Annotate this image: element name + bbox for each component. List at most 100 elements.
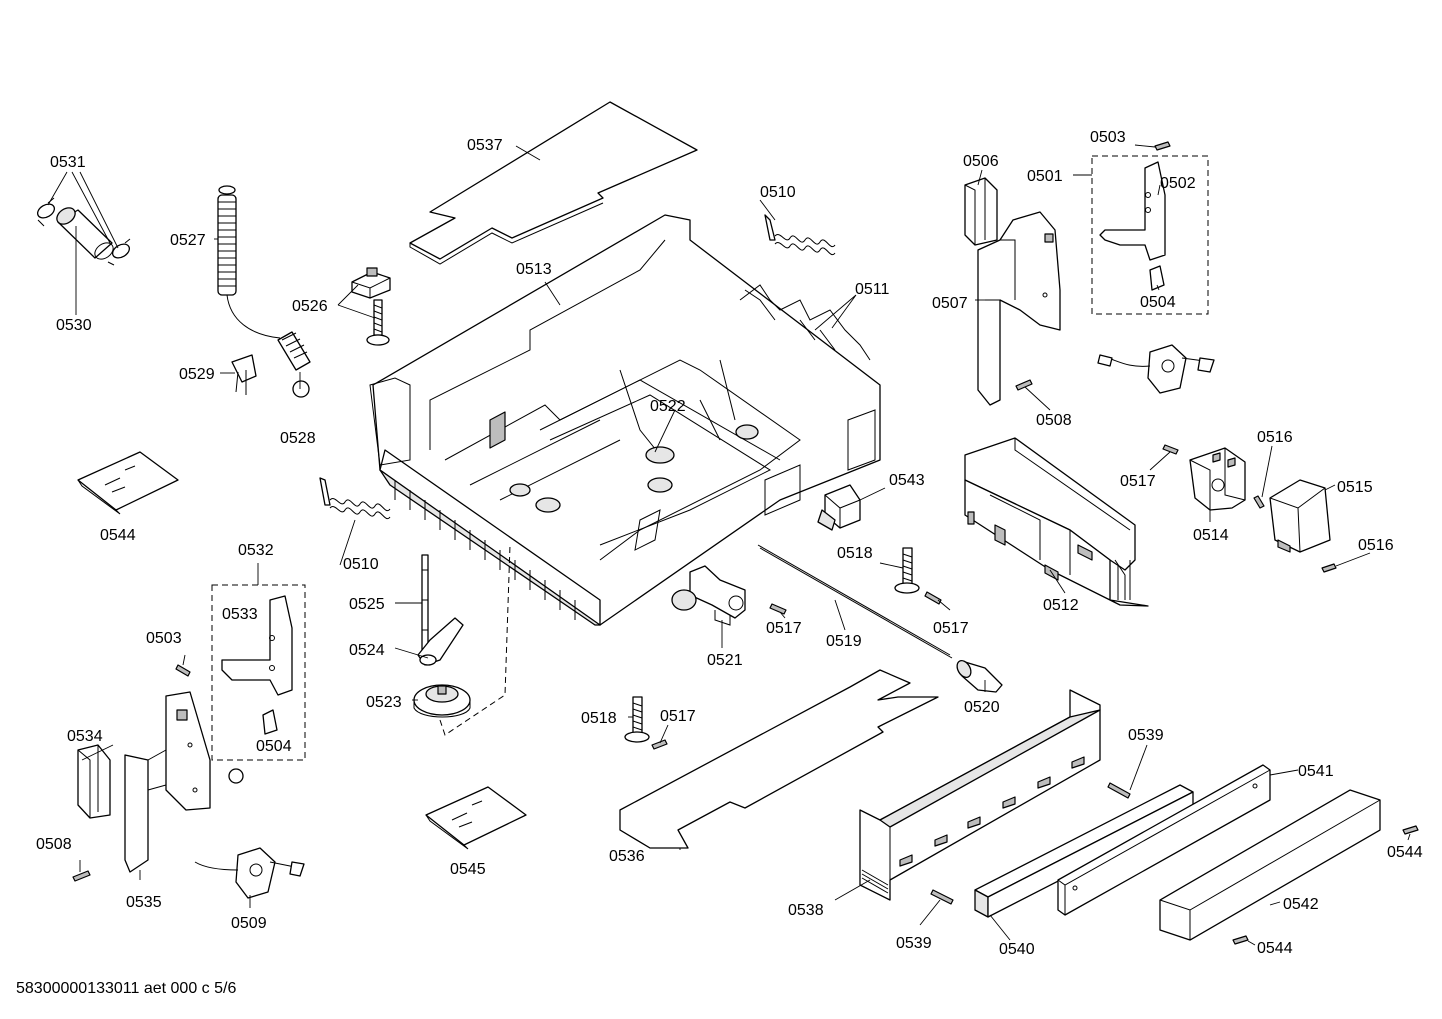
part-0516-screw-a — [1253, 495, 1265, 509]
label-0539-lower: 0539 — [896, 935, 932, 952]
label-0542: 0542 — [1283, 896, 1319, 913]
label-0529: 0529 — [179, 366, 215, 383]
part-0518-adjusting-foot-upper — [894, 547, 920, 594]
label-0540: 0540 — [999, 941, 1035, 958]
part-0544-screw-a — [1402, 825, 1419, 835]
part-0521-inlet-valve — [671, 565, 746, 626]
part-0539-screw-b — [930, 889, 954, 905]
label-0545: 0545 — [450, 861, 486, 878]
part-0503-screw-left — [175, 664, 191, 677]
label-0510-upper: 0510 — [760, 184, 796, 201]
part-0528-hose-end — [292, 380, 310, 398]
part-0524-float-lever — [417, 617, 464, 666]
label-0513: 0513 — [516, 261, 552, 278]
label-0503-top: 0503 — [1090, 129, 1126, 146]
leader-lines — [47, 144, 1411, 946]
group-0501-bracket-set — [1091, 155, 1209, 315]
part-0508-screw-right — [1015, 379, 1033, 391]
part-0526-foot-block — [351, 267, 391, 346]
label-0526: 0526 — [292, 298, 328, 315]
part-0536-base-plate — [619, 669, 939, 849]
label-0510-lower: 0510 — [343, 556, 379, 573]
label-0501: 0501 — [1027, 168, 1063, 185]
part-0539-screw-a — [1107, 782, 1131, 799]
label-0528: 0528 — [280, 430, 316, 447]
part-0517-screw-b — [769, 603, 787, 615]
label-0502: 0502 — [1160, 175, 1196, 192]
part-0542-bottom-trim — [1159, 789, 1381, 941]
part-0512-control-module — [964, 437, 1149, 607]
part-0543-diverter-valve — [817, 484, 861, 531]
label-0534: 0534 — [67, 728, 103, 745]
label-0525: 0525 — [349, 596, 385, 613]
label-0544-bottom: 0544 — [1257, 940, 1293, 957]
label-0504-right: 0504 — [1140, 294, 1176, 311]
part-0510-spring-upper — [764, 214, 836, 256]
label-0537: 0537 — [467, 137, 503, 154]
part-0541-kickplate-panel — [1057, 764, 1271, 916]
label-0507: 0507 — [932, 295, 968, 312]
part-0525-float-rod — [421, 554, 429, 656]
label-0517-d: 0517 — [1120, 473, 1156, 490]
part-0540-trim-strip — [974, 784, 1194, 918]
part-0513-base-tub — [369, 214, 881, 626]
label-0516-b: 0516 — [1358, 537, 1394, 554]
label-0517-a: 0517 — [933, 620, 969, 637]
label-0518-upper: 0518 — [837, 545, 873, 562]
label-0503-left: 0503 — [146, 630, 182, 647]
part-0523-float-disc — [413, 684, 471, 718]
part-0510-spring-lower — [319, 477, 391, 520]
part-0544-screw-bag — [77, 451, 179, 515]
part-level-sensor-right — [1097, 344, 1215, 394]
part-0518-adjusting-foot-lower — [624, 696, 650, 743]
label-0536: 0536 — [609, 848, 645, 865]
label-0508-left: 0508 — [36, 836, 72, 853]
part-0519-rod — [757, 544, 953, 659]
label-0538: 0538 — [788, 902, 824, 919]
label-0544-right: 0544 — [1387, 844, 1423, 861]
label-0520: 0520 — [964, 699, 1000, 716]
label-0511: 0511 — [855, 281, 890, 298]
label-0539-upper: 0539 — [1128, 727, 1164, 744]
part-0520-connector — [956, 659, 1003, 693]
part-0534-cover-cap — [77, 744, 111, 819]
label-0516-a: 0516 — [1257, 429, 1293, 446]
label-0527: 0527 — [170, 232, 206, 249]
label-0508-right: 0508 — [1036, 412, 1072, 429]
label-0504-left: 0504 — [256, 738, 292, 755]
part-0508-screw-left — [72, 870, 91, 882]
part-0527-corrugated-hose — [217, 185, 311, 371]
label-0543: 0543 — [889, 472, 925, 489]
label-0506: 0506 — [963, 153, 999, 170]
part-0509-level-sensor — [194, 847, 305, 899]
label-0530: 0530 — [56, 317, 92, 334]
label-0535: 0535 — [126, 894, 162, 911]
label-0531: 0531 — [50, 154, 86, 171]
part-0507-mounting-bracket — [977, 211, 1061, 406]
label-0509: 0509 — [231, 915, 267, 932]
document-reference: 58300000133011 aet 000 c 5/6 — [16, 980, 237, 997]
part-0514-housing — [1189, 447, 1246, 511]
part-0538-plinth — [859, 689, 1101, 901]
part-0531-hose-clip-right — [107, 238, 131, 266]
label-0532: 0532 — [238, 542, 274, 559]
assembly-guide-0523 — [439, 544, 511, 736]
label-0533: 0533 — [222, 606, 258, 623]
label-0517-c: 0517 — [660, 708, 696, 725]
label-0524: 0524 — [349, 642, 385, 659]
label-0515: 0515 — [1337, 479, 1373, 496]
part-0544-screw-b — [1232, 935, 1249, 945]
part-0517-screw-a — [924, 591, 942, 605]
part-0517-screw-c — [651, 739, 668, 750]
part-0531-hose-clip-left — [36, 197, 56, 227]
label-0517-b: 0517 — [766, 620, 802, 637]
part-0530-hose-sleeve — [56, 207, 114, 260]
label-0541: 0541 — [1298, 763, 1334, 780]
part-0516-screw-b — [1321, 563, 1337, 573]
label-0518-lower: 0518 — [581, 710, 617, 727]
label-0512: 0512 — [1043, 597, 1079, 614]
label-0519: 0519 — [826, 633, 862, 650]
label-0523: 0523 — [366, 694, 402, 711]
label-0521: 0521 — [707, 652, 743, 669]
